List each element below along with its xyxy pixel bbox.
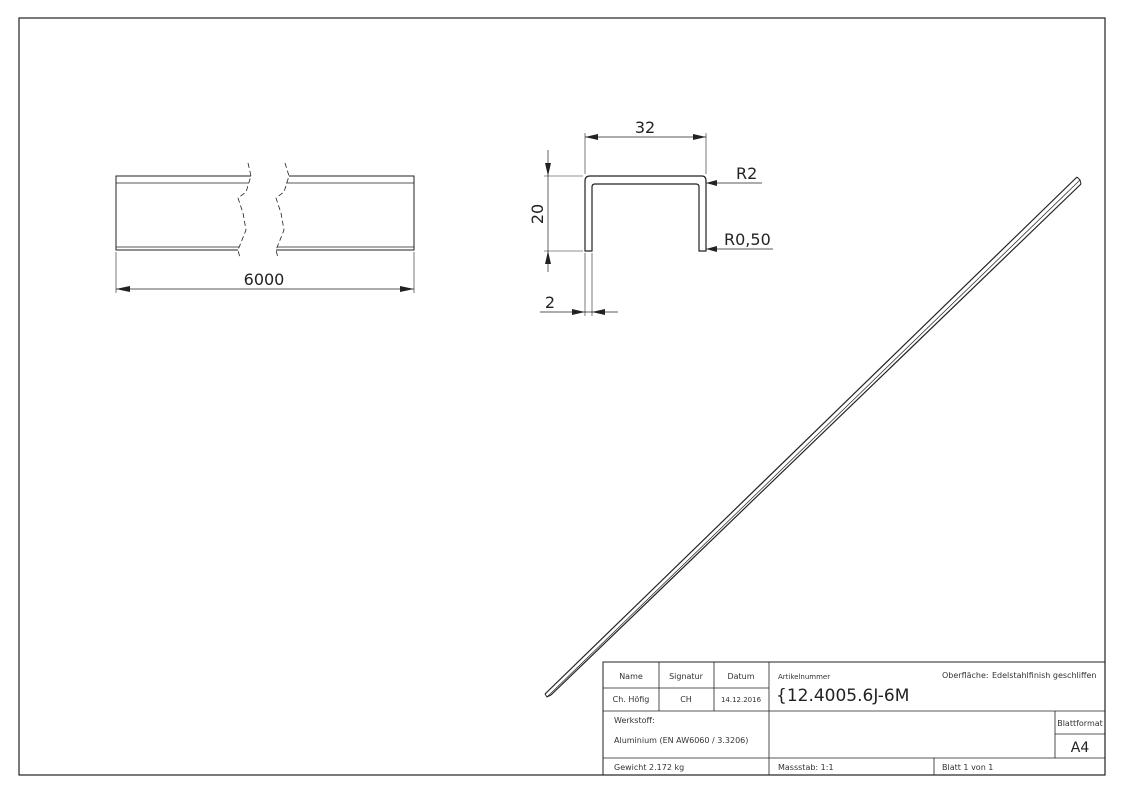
- header-name: Name: [619, 672, 643, 681]
- value-signature: CH: [680, 695, 692, 704]
- sheet-format-label: Blattformat: [1057, 719, 1103, 728]
- header-signature: Signatur: [669, 672, 704, 681]
- break-line-right: [275, 162, 290, 259]
- dim-outer-radius-label: R2: [736, 164, 757, 183]
- title-block: Name Signatur Datum Ch. Höfig CH 14.12.2…: [602, 661, 1106, 776]
- article-label: Artikelnummer: [778, 673, 830, 681]
- material-value: Aluminium (EN AW6060 / 3.3206): [614, 736, 748, 745]
- dim-thickness-label: 2: [545, 293, 555, 312]
- side-view: 6000: [115, 162, 415, 293]
- value-date: 14.12.2016: [721, 696, 762, 704]
- dim-length-label: 6000: [244, 270, 285, 289]
- surface-label: Oberfläche:: [942, 671, 989, 680]
- weight-text: Gewicht 2.172 kg: [614, 763, 684, 772]
- surface-value: Edelstahlfinish geschliffen: [992, 671, 1096, 680]
- value-name: Ch. Höfig: [613, 695, 650, 704]
- dim-inner-radius-label: R0,50: [724, 230, 771, 249]
- break-line-left: [237, 162, 252, 259]
- isometric-view: [544, 176, 1082, 698]
- scale-text: Massstab: 1:1: [778, 763, 834, 772]
- dim-width-label: 32: [635, 118, 655, 137]
- drawing-frame: [18, 17, 1106, 776]
- cross-section-view: 32 20 2 R2 R0,50: [528, 118, 773, 316]
- sheet-text: Blatt 1 von 1: [942, 763, 993, 772]
- header-date: Datum: [727, 672, 754, 681]
- dim-height-label: 20: [528, 204, 547, 224]
- sheet-format-value: A4: [1071, 740, 1090, 756]
- profile-outline: [584, 175, 707, 252]
- material-label: Werkstoff:: [614, 716, 655, 725]
- article-number: {12.4005.6J-6M: [776, 686, 909, 706]
